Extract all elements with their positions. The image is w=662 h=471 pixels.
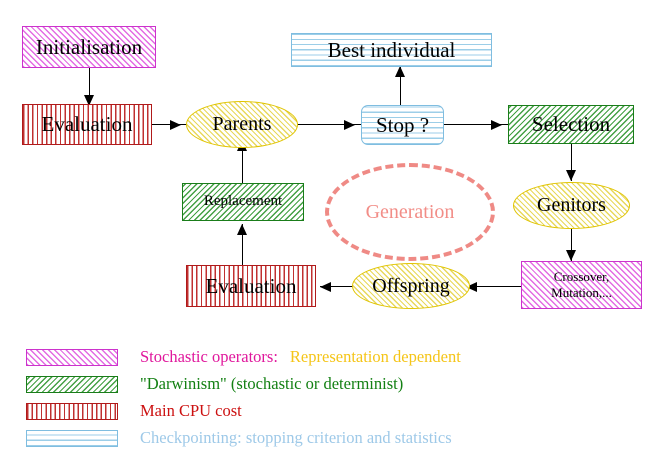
legend-label-checkpointing: Checkpointing: stopping criterion and st… (140, 428, 452, 447)
arrowhead-left-offspring (466, 281, 477, 292)
node-evaluation-top[interactable]: Evaluation (22, 104, 152, 145)
edge-crossover-offspring (466, 286, 522, 288)
arrowhead-down-crossover (566, 250, 576, 261)
arrowhead-up-best-individual (395, 66, 405, 77)
edge-evaluation-replacement (242, 224, 244, 268)
parents-ellipse-shape (186, 101, 298, 148)
legend-row-cpu-cost: Main CPU cost (0, 400, 242, 422)
node-initialisation-label: Initialisation (35, 34, 143, 59)
arrowhead-right-stop (344, 119, 355, 130)
genitors-ellipse-shape (513, 182, 630, 229)
edge-parents-stop (296, 124, 363, 126)
edge-genitors-crossover (571, 228, 573, 261)
node-best-individual[interactable]: Best individual (291, 33, 492, 67)
arrowhead-down-evaluation (84, 95, 94, 106)
node-offspring[interactable]: Offspring (352, 263, 470, 309)
arrowhead-left-evaluation-bottom (320, 281, 331, 292)
arrowhead-right-selection (491, 119, 502, 130)
node-crossover-mutation[interactable]: Crossover, Mutation,... (521, 261, 642, 309)
legend-swatch-blue-horizontal-hatch (26, 429, 118, 447)
legend-swatch-red-vertical-hatch (26, 402, 118, 420)
node-replacement-label: Replacement (203, 193, 283, 210)
arrowhead-down-genitors (566, 170, 576, 181)
legend-row-checkpointing: Checkpointing: stopping criterion and st… (0, 427, 452, 449)
legend: Stochastic operators: Representation dep… (0, 338, 662, 458)
legend-label-darwinism: "Darwinism" (stochastic or determinist) (140, 374, 404, 393)
node-evaluation-top-label: Evaluation (41, 112, 133, 137)
node-genitors-label: Genitors (537, 194, 606, 216)
legend-swatch-green-hatch (26, 375, 118, 393)
legend-row-stochastic: Stochastic operators: Representation dep… (0, 346, 461, 368)
node-stop-label: Stop ? (375, 112, 430, 137)
node-evaluation-bottom[interactable]: Evaluation (186, 265, 316, 307)
node-stop[interactable]: Stop ? (361, 105, 444, 145)
node-genitors[interactable]: Genitors (513, 182, 630, 229)
generation-group-ellipse: Generation (325, 163, 495, 261)
node-selection-label: Selection (531, 112, 611, 137)
node-parents-label: Parents (212, 113, 272, 135)
legend-label-main-cpu-cost: Main CPU cost (140, 401, 242, 420)
legend-row-darwinism: "Darwinism" (stochastic or determinist) (0, 373, 403, 395)
node-crossover-mutation-label: Crossover, Mutation,... (551, 268, 612, 300)
edge-stop-selection (443, 124, 511, 126)
node-evaluation-bottom-label: Evaluation (205, 273, 297, 298)
node-initialisation[interactable]: Initialisation (22, 26, 156, 68)
offspring-ellipse-shape (352, 263, 470, 309)
legend-label-stochastic-operators: Stochastic operators: (140, 347, 278, 366)
node-best-individual-label: Best individual (327, 37, 456, 62)
generation-label: Generation (365, 200, 455, 223)
node-offspring-label: Offspring (372, 274, 450, 297)
legend-label-representation-dependent: Representation dependent (289, 347, 461, 366)
edge-replacement-parents (242, 140, 244, 183)
arrowhead-right-parents (170, 119, 181, 130)
edge-offspring-evaluation (320, 286, 371, 288)
edge-selection-genitors (571, 143, 573, 181)
edge-stop-best-individual (400, 66, 402, 108)
edge-initialisation-evaluation (89, 68, 91, 106)
node-parents[interactable]: Parents (186, 101, 298, 148)
legend-swatch-magenta-hatch (26, 348, 118, 366)
node-selection[interactable]: Selection (508, 105, 634, 144)
arrowhead-up-replacement (237, 224, 247, 235)
node-replacement[interactable]: Replacement (182, 183, 304, 221)
